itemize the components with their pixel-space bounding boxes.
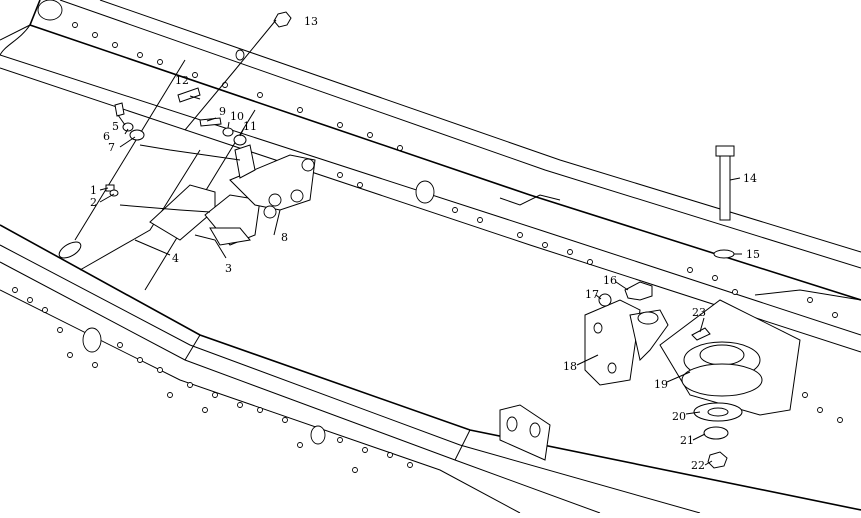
part-label-11: 11: [243, 120, 257, 133]
part-label-10: 10: [230, 110, 244, 123]
part-label-9: 9: [219, 105, 226, 118]
part-label-17: 17: [585, 288, 599, 301]
part-label-18: 18: [563, 360, 577, 373]
part-label-20: 20: [672, 410, 686, 423]
part-label-23: 23: [692, 306, 706, 319]
part-label-19: 19: [654, 378, 668, 391]
part-label-3: 3: [225, 262, 232, 275]
part-label-5: 5: [112, 120, 119, 133]
rail-bolt-holes: [72, 22, 843, 423]
upper-chassis-rail: [0, 0, 861, 423]
part-label-8: 8: [281, 231, 288, 244]
left-engine-mount: [149, 144, 316, 246]
part-label-2: 2: [90, 196, 97, 209]
part-label-13: 13: [304, 15, 318, 28]
part-label-21: 21: [680, 434, 694, 447]
lower-chassis-rail: [0, 224, 861, 514]
cross-tube: [58, 59, 256, 291]
leader-lines: [99, 19, 742, 466]
part-label-1: 1: [90, 184, 97, 197]
part-labels: 1 2 3 4 5 6 7 8 9 10 11 12 13 14 15 16 1…: [90, 15, 760, 472]
part-label-7: 7: [108, 141, 115, 154]
part-label-6: 6: [103, 130, 110, 143]
part-label-15: 15: [746, 248, 760, 261]
part-label-22: 22: [691, 459, 705, 472]
part-label-12: 12: [175, 74, 189, 87]
rail-bolt-holes-lower: [12, 287, 413, 473]
part-label-4: 4: [172, 252, 179, 265]
part-label-16: 16: [603, 274, 617, 287]
right-engine-mount: [584, 145, 801, 469]
part-label-14: 14: [743, 172, 757, 185]
